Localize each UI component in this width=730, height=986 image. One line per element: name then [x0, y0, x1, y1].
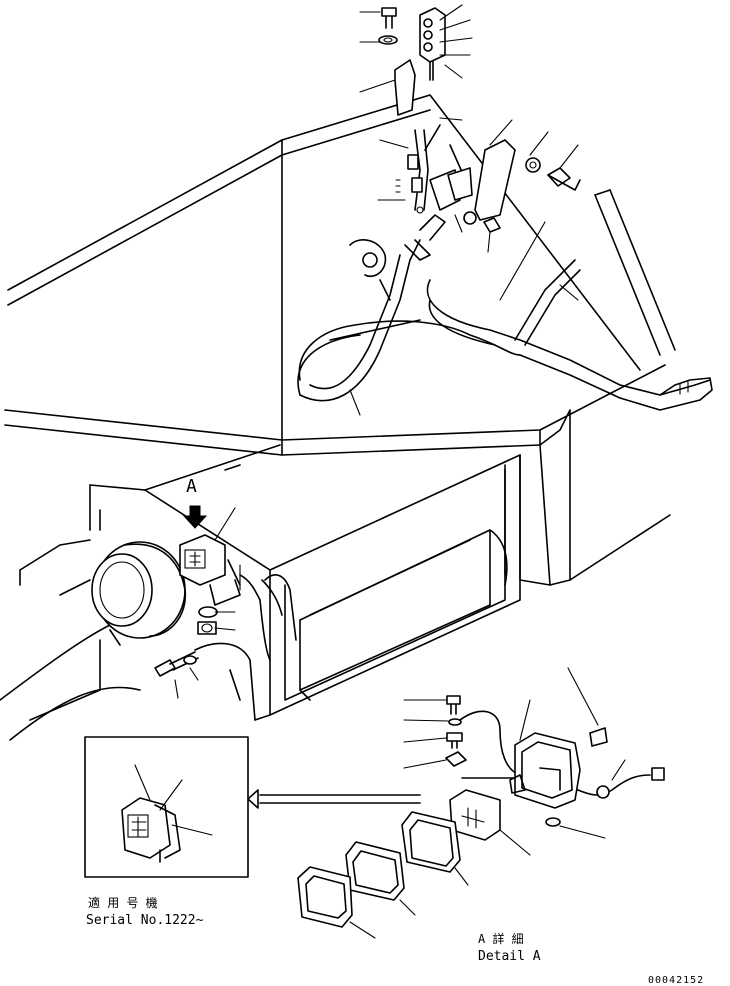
- cab-frame: [4, 94, 676, 586]
- headlight: [91, 541, 187, 639]
- serial-label-jp: 適 用 号 機: [88, 896, 158, 910]
- work-lamp-A: [154, 505, 241, 677]
- leader-lines: [174, 4, 579, 699]
- detail-label-en: Detail A: [478, 949, 541, 964]
- serial-label-en: Serial No.1222~: [86, 913, 204, 928]
- box-housing: [0, 454, 521, 741]
- view-arrow-label: A: [186, 476, 197, 497]
- serial-inset: [84, 736, 249, 878]
- wiring-harness: [239, 124, 713, 661]
- detail-A-parts: [247, 667, 665, 939]
- detail-label-jp: A 詳 細: [478, 932, 524, 946]
- controller-unit: [395, 139, 581, 241]
- switch-panel: [378, 7, 446, 116]
- drawing-number: 00042152: [648, 975, 705, 986]
